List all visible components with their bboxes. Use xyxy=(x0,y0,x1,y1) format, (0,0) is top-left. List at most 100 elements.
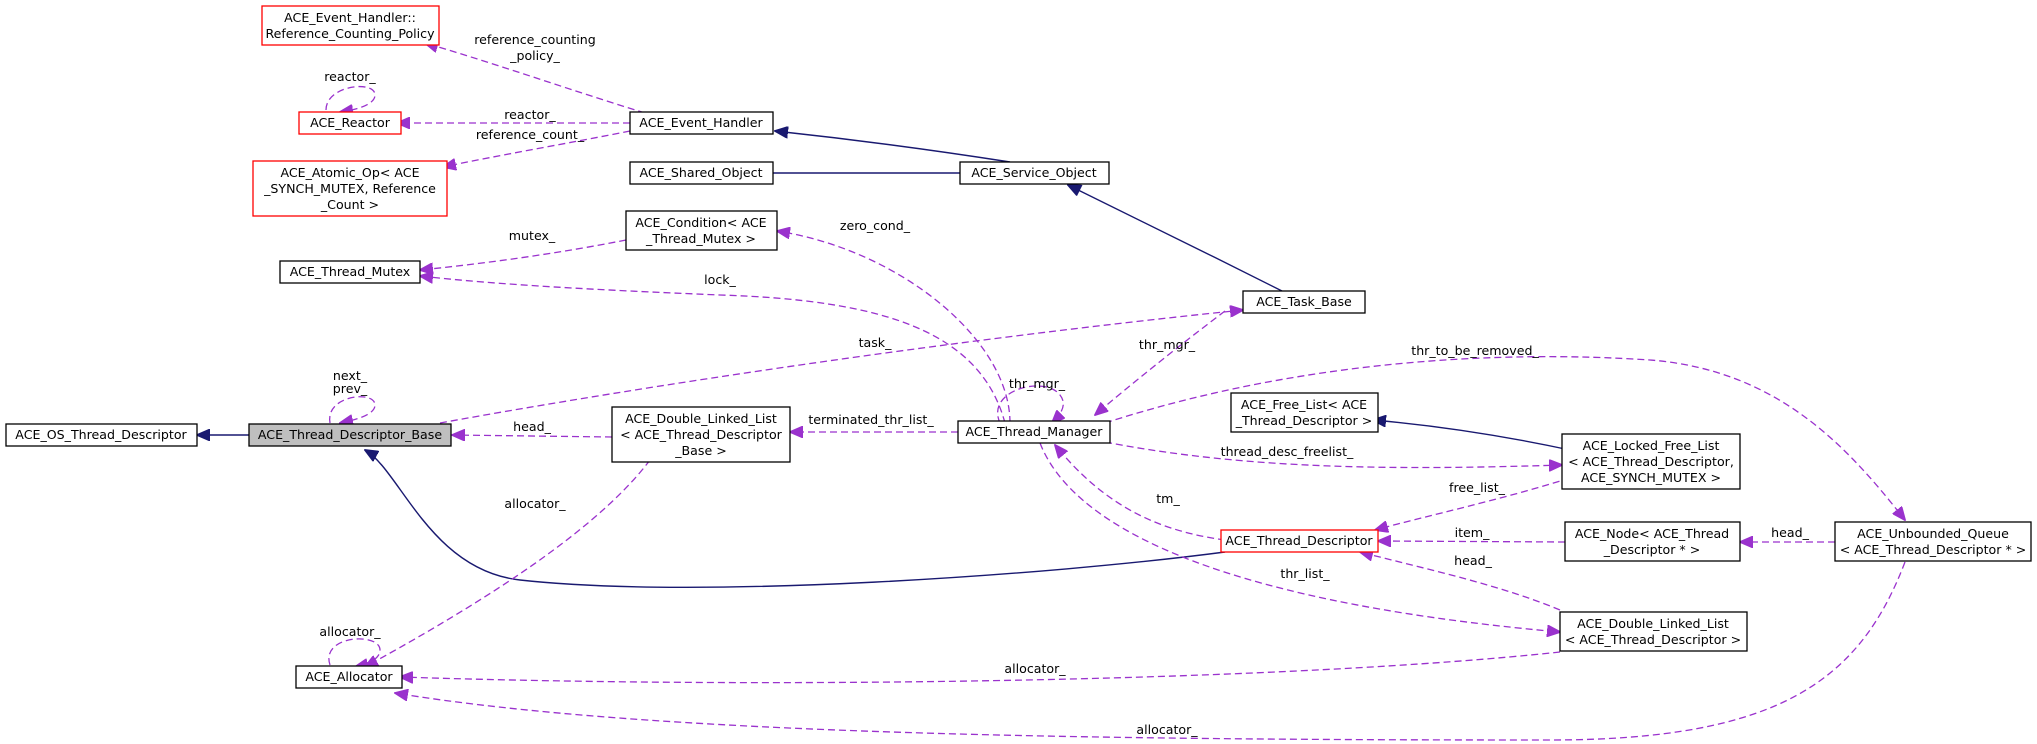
edge-label-mutex: mutex_ xyxy=(509,228,556,243)
inherit-edge-task-base-to-service-object xyxy=(1068,185,1283,292)
node-thread-mutex[interactable]: ACE_Thread_Mutex xyxy=(279,260,421,284)
inherit-edge-locked-free-list-to-free-list xyxy=(1373,420,1571,451)
node-reference-counting-policy[interactable]: ACE_Event_Handler:: Reference_Counting_P… xyxy=(261,5,440,46)
svg-text:ACE_Double_Linked_List: ACE_Double_Linked_List xyxy=(625,411,777,426)
usage-edge-head-base xyxy=(452,435,613,437)
edge-label-item: item_ xyxy=(1455,525,1490,540)
usage-edge-allocator-dll xyxy=(400,651,1561,683)
node-dll-base[interactable]: ACE_Double_Linked_List < ACE_Thread_Desc… xyxy=(611,406,791,463)
svg-text:< ACE_Thread_Descriptor,: < ACE_Thread_Descriptor, xyxy=(1568,454,1734,469)
node-thread-descriptor[interactable]: ACE_Thread_Descriptor xyxy=(1220,529,1379,553)
node-dll-td[interactable]: ACE_Double_Linked_List < ACE_Thread_Desc… xyxy=(1559,611,1748,652)
edge-label-reactor-self: reactor_ xyxy=(324,69,376,84)
svg-text:ACE_Event_Handler: ACE_Event_Handler xyxy=(639,115,763,130)
usage-edge-free-list xyxy=(1375,477,1571,530)
svg-text:ACE_Atomic_Op< ACE: ACE_Atomic_Op< ACE xyxy=(280,165,419,180)
svg-text:ACE_Reactor: ACE_Reactor xyxy=(310,115,391,130)
edge-label-next: next_ xyxy=(333,368,368,383)
svg-text:ACE_Task_Base: ACE_Task_Base xyxy=(1256,294,1352,309)
edge-label-thr-list: thr_list_ xyxy=(1280,566,1330,581)
inherit-edge-event-handler-to-service-object xyxy=(775,131,1011,163)
svg-text:ACE_Thread_Descriptor: ACE_Thread_Descriptor xyxy=(1225,533,1373,548)
svg-text:_Base >: _Base > xyxy=(674,443,727,458)
edge-label-thr-to-be-removed: thr_to_be_removed_ xyxy=(1411,343,1539,358)
edge-label-tm: tm_ xyxy=(1156,491,1180,506)
edge-label-reference-counting: reference_counting xyxy=(474,32,595,47)
usage-edge-task xyxy=(439,310,1243,424)
svg-text:< ACE_Thread_Descriptor >: < ACE_Thread_Descriptor > xyxy=(1565,632,1741,647)
edge-label-terminated-thr-list: terminated_thr_list_ xyxy=(808,412,934,427)
svg-text:ACE_Node< ACE_Thread: ACE_Node< ACE_Thread xyxy=(1575,526,1729,541)
node-locked-free-list[interactable]: ACE_Locked_Free_List < ACE_Thread_Descri… xyxy=(1561,433,1741,490)
node-event-handler[interactable]: ACE_Event_Handler xyxy=(629,111,774,135)
edge-label-head-node: head_ xyxy=(1771,525,1809,540)
svg-text:_SYNCH_MUTEX, Reference: _SYNCH_MUTEX, Reference xyxy=(263,181,436,196)
svg-text:_Count >: _Count > xyxy=(320,197,379,212)
edge-label-thr-mgr-self: thr_mgr_ xyxy=(1009,376,1066,391)
node-os-thread-descriptor[interactable]: ACE_OS_Thread_Descriptor xyxy=(5,423,198,447)
inherit-edge-thread-descriptor-to-thread-descriptor-base xyxy=(365,450,1226,589)
node-shared-object[interactable]: ACE_Shared_Object xyxy=(629,161,774,185)
edge-label-thread-desc-freelist: thread_desc_freelist_ xyxy=(1221,444,1354,459)
usage-edge-thr-mgr-self xyxy=(997,385,1064,423)
node-thread-descriptor-base[interactable]: ACE_Thread_Descriptor_Base xyxy=(248,423,452,447)
edge-label-lock: lock_ xyxy=(704,272,736,287)
svg-text:< ACE_Thread_Descriptor: < ACE_Thread_Descriptor xyxy=(620,427,783,442)
usage-edge-thr-list xyxy=(1039,442,1560,632)
edge-label-allocator-queue: allocator_ xyxy=(1136,722,1198,737)
node-atomic-op[interactable]: ACE_Atomic_Op< ACE _SYNCH_MUTEX, Referen… xyxy=(252,160,448,217)
node-task-base[interactable]: ACE_Task_Base xyxy=(1242,290,1366,314)
edge-label-zero-cond: zero_cond_ xyxy=(840,218,911,233)
node-condition[interactable]: ACE_Condition< ACE _Thread_Mutex > xyxy=(625,210,778,251)
svg-text:ACE_SYNCH_MUTEX >: ACE_SYNCH_MUTEX > xyxy=(1581,470,1721,485)
edge-label-thr-mgr-task: thr_mgr_ xyxy=(1139,337,1196,352)
usage-edge-thr-to-be-removed xyxy=(1104,356,1905,520)
usage-edge-head-td xyxy=(1360,552,1561,611)
node-service-object[interactable]: ACE_Service_Object xyxy=(959,161,1110,185)
node-ace-node[interactable]: ACE_Node< ACE_Thread _Descriptor * > xyxy=(1564,521,1741,562)
usage-edge-item xyxy=(1378,541,1566,542)
usage-edge-reactor-self xyxy=(325,85,376,112)
node-free-list[interactable]: ACE_Free_List< ACE _Thread_Descriptor > xyxy=(1230,392,1379,433)
svg-text:ACE_OS_Thread_Descriptor: ACE_OS_Thread_Descriptor xyxy=(15,427,187,442)
usage-edge-allocator-queue xyxy=(395,561,1906,741)
usage-edge-allocator-base xyxy=(365,459,651,667)
edge-label-allocator-dll: allocator_ xyxy=(1004,661,1066,676)
edge-label-allocator-base: allocator_ xyxy=(504,496,566,511)
edge-label-reference-counting-policy: _policy_ xyxy=(509,48,560,63)
node-reactor[interactable]: ACE_Reactor xyxy=(298,111,402,135)
usage-edge-lock xyxy=(420,276,1006,424)
usage-edge-thr-mgr-task xyxy=(1095,310,1226,415)
svg-text:ACE_Condition< ACE: ACE_Condition< ACE xyxy=(635,215,766,230)
usage-edge-reference-count xyxy=(443,130,631,167)
svg-text:ACE_Locked_Free_List: ACE_Locked_Free_List xyxy=(1583,438,1720,453)
usage-edge-tm xyxy=(1055,445,1226,541)
svg-text:_Descriptor * >: _Descriptor * > xyxy=(1603,542,1701,557)
svg-text:_Thread_Descriptor >: _Thread_Descriptor > xyxy=(1235,413,1373,428)
svg-text:ACE_Event_Handler::: ACE_Event_Handler:: xyxy=(284,10,416,25)
edge-label-reactor: reactor_ xyxy=(504,107,556,122)
svg-text:Reference_Counting_Policy: Reference_Counting_Policy xyxy=(265,26,435,41)
node-thread-manager[interactable]: ACE_Thread_Manager xyxy=(957,420,1111,444)
svg-text:ACE_Double_Linked_List: ACE_Double_Linked_List xyxy=(1577,616,1729,631)
node-allocator[interactable]: ACE_Allocator xyxy=(295,665,403,689)
edge-label-head-td: head_ xyxy=(1454,553,1492,568)
svg-text:ACE_Thread_Manager: ACE_Thread_Manager xyxy=(966,424,1104,439)
usage-edge-thread-descriptor-base-self xyxy=(329,396,376,423)
usage-edge-zero-cond xyxy=(777,231,1011,424)
svg-text:ACE_Free_List< ACE: ACE_Free_List< ACE xyxy=(1241,397,1367,412)
node-unbounded-queue[interactable]: ACE_Unbounded_Queue < ACE_Thread_Descrip… xyxy=(1834,521,2032,562)
edge-label-reference-count: reference_count_ xyxy=(476,127,585,142)
usage-edge-reference-counting-policy xyxy=(425,43,646,114)
svg-text:ACE_Unbounded_Queue: ACE_Unbounded_Queue xyxy=(1857,526,2009,541)
usage-edge-thread-desc-freelist xyxy=(1104,441,1562,468)
edge-label-allocator-self: allocator_ xyxy=(319,624,381,639)
svg-text:ACE_Thread_Mutex: ACE_Thread_Mutex xyxy=(290,264,411,279)
usage-edge-allocator-self xyxy=(328,638,381,667)
edge-label-prev: prev_ xyxy=(333,381,368,396)
edge-label-free-list: free_list_ xyxy=(1449,480,1506,495)
svg-text:_Thread_Mutex >: _Thread_Mutex > xyxy=(645,231,756,246)
svg-text:ACE_Allocator: ACE_Allocator xyxy=(305,669,393,684)
svg-text:ACE_Shared_Object: ACE_Shared_Object xyxy=(639,165,762,180)
